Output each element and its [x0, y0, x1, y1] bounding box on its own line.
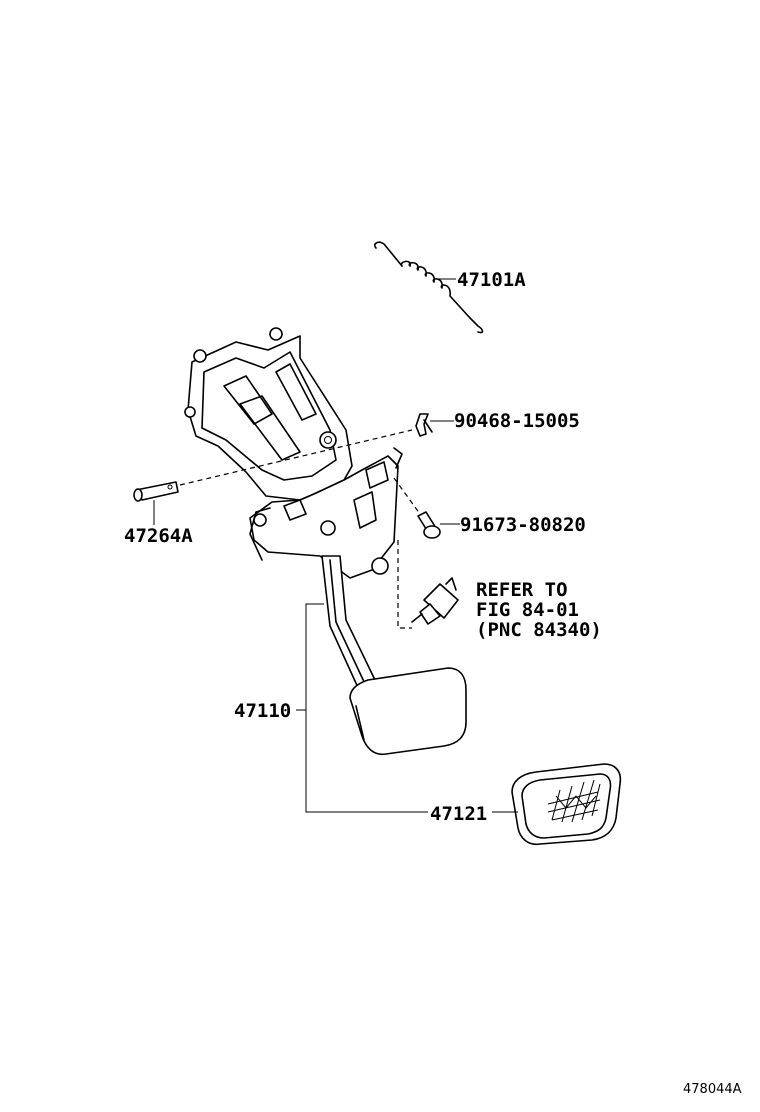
reference-line-3: (PNC 84340) — [476, 619, 602, 641]
label-47110: 47110 — [234, 700, 291, 722]
pad-grip-pattern — [547, 779, 601, 823]
bolt-axis-line — [393, 477, 421, 515]
pedal-arm-drawing — [321, 555, 467, 756]
stop-lamp-switch-drawing — [411, 577, 459, 625]
label-91673-80820: 91673-80820 — [460, 514, 586, 536]
return-spring-drawing — [373, 241, 484, 334]
bolt-drawing — [417, 511, 441, 539]
label-90468-15005: 90468-15005 — [454, 410, 580, 432]
figure-code: 478044A — [683, 1082, 742, 1097]
pin-drawing — [133, 481, 179, 502]
leader-pedal — [305, 603, 428, 813]
reference-line-2: FIG 84-01 — [476, 599, 579, 621]
pin-axis-line — [179, 429, 413, 486]
label-47101A: 47101A — [457, 269, 526, 291]
pedal-pad-drawing — [511, 763, 622, 846]
clip-drawing — [415, 413, 433, 437]
label-47121: 47121 — [430, 803, 487, 825]
reference-line-1: REFER TO — [476, 579, 568, 601]
pedal-bracket-drawing — [184, 327, 403, 579]
label-47264A: 47264A — [124, 525, 193, 547]
switch-axis-line — [397, 540, 412, 629]
